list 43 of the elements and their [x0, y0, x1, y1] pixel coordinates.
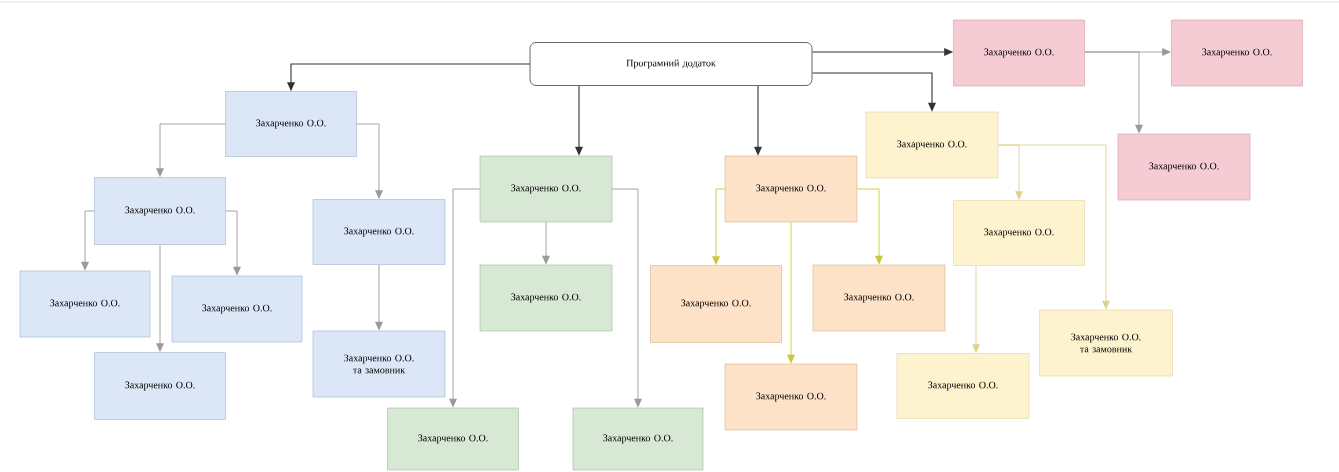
process-box: Захарченко О.О.	[572, 407, 704, 471]
process-box: Захарченко О.О. та замовник	[1039, 309, 1173, 377]
process-box: Захарченко О.О.	[865, 111, 999, 179]
arrow	[287, 63, 531, 92]
process-box: Захарченко О.О.	[724, 155, 858, 223]
process-box: Захарченко О.О.	[724, 363, 858, 431]
process-box: Захарченко О.О. та замовник	[312, 330, 446, 398]
process-box: Захарченко О.О.	[19, 270, 151, 338]
process-box: Захарченко О.О.	[812, 264, 946, 332]
process-box: Захарченко О.О.	[225, 91, 357, 157]
process-box: Захарченко О.О.	[953, 19, 1085, 87]
arrow	[375, 264, 383, 331]
arrow	[754, 85, 762, 156]
process-box: Захарченко О.О.	[312, 199, 446, 265]
arrow	[712, 188, 726, 266]
arrow	[972, 265, 980, 354]
arrow	[156, 244, 164, 353]
arrow	[611, 188, 642, 408]
root-box: Програмний додаток	[529, 42, 813, 86]
process-box: Захарченко О.О.	[896, 353, 1030, 419]
arrow	[787, 221, 795, 364]
process-box: Захарченко О.О.	[94, 352, 226, 420]
arrow	[575, 85, 583, 156]
arrow	[1084, 51, 1143, 134]
arrow	[856, 188, 883, 265]
process-box: Захарченко О.О.	[650, 265, 782, 343]
arrow	[811, 72, 936, 112]
process-box: Захарченко О.О.	[479, 155, 613, 223]
arrow	[449, 188, 481, 408]
arrow	[81, 210, 95, 271]
arrow	[156, 123, 226, 178]
arrow	[997, 144, 1110, 310]
arrow	[356, 123, 383, 200]
process-box: Захарченко О.О.	[479, 264, 613, 332]
arrow	[225, 210, 241, 276]
process-box: Захарченко О.О.	[387, 407, 519, 471]
arrow	[542, 221, 550, 265]
process-box: Захарченко О.О.	[1171, 19, 1303, 87]
process-box: Захарченко О.О.	[1117, 133, 1251, 201]
process-box: Захарченко О.О.	[171, 275, 303, 343]
process-box: Захарченко О.О.	[94, 177, 226, 245]
process-box: Захарченко О.О.	[953, 200, 1085, 266]
arrow	[811, 48, 954, 56]
